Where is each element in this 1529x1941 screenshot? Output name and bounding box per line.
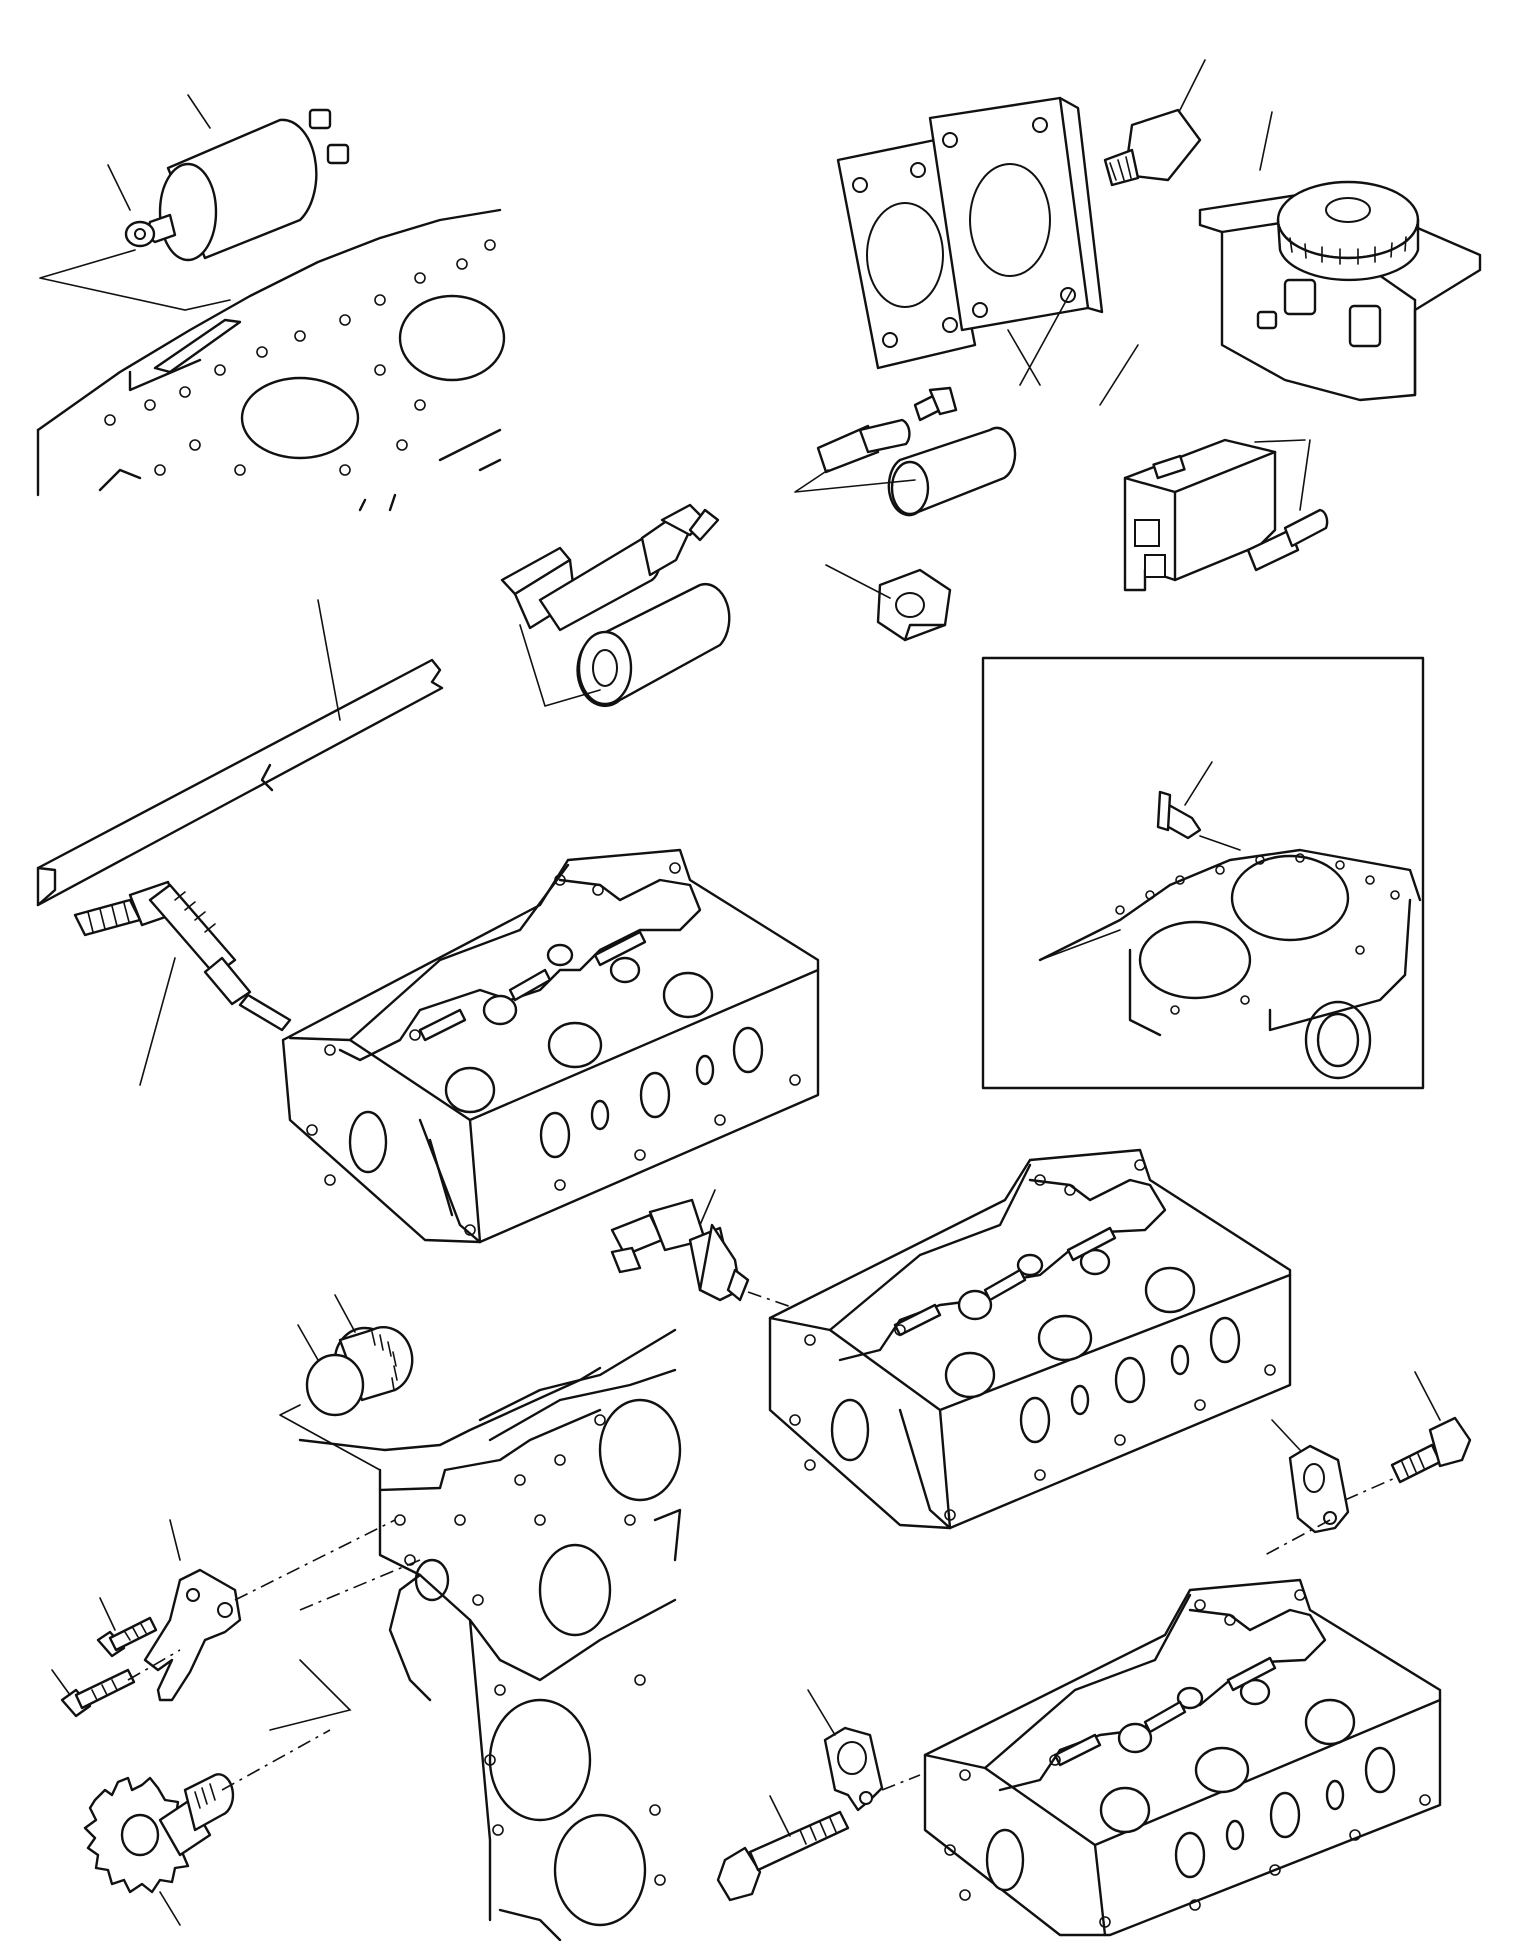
- cylinder-head-middle: [768, 1148, 1292, 1530]
- cylinder-bore: [240, 376, 360, 460]
- bolt-head: [1428, 1416, 1472, 1468]
- leader-line: [334, 1294, 356, 1333]
- leader-line: [807, 1689, 836, 1736]
- leader-line: [1184, 761, 1213, 806]
- valve-seat: [444, 1066, 496, 1114]
- relay-connector-housing: [1123, 438, 1329, 592]
- leader-line: [1199, 835, 1241, 851]
- terminal-connectors-mid: [794, 386, 1017, 517]
- lifting-eye-bolt-lower: [716, 1795, 850, 1902]
- leader-line: [1007, 289, 1139, 406]
- lifting-eye-upper: [1264, 1419, 1396, 1556]
- leader-line: [1414, 1371, 1441, 1421]
- leader-line: [317, 599, 341, 721]
- bracket-bolts: [51, 1597, 181, 1718]
- valve-seat: [944, 1351, 996, 1399]
- flange-gasket-assembly: [836, 96, 1139, 406]
- terminal-nut: [326, 143, 350, 165]
- lifting-eye-lower: [807, 1689, 921, 1812]
- valve-seat: [1194, 1746, 1250, 1794]
- oil-pressure-switch: [610, 1189, 801, 1311]
- leader-line: [794, 469, 916, 493]
- lifting-eye-bolt-upper: [1390, 1371, 1472, 1484]
- leader-line: [769, 1795, 791, 1837]
- expansion-plug-and-gear: [279, 1294, 414, 1471]
- governor-lever-bracket: [143, 1519, 396, 1702]
- leader-line: [99, 1597, 116, 1631]
- valve-seat: [547, 1021, 603, 1069]
- leader-line: [39, 249, 231, 311]
- cylinder-bore: [398, 294, 506, 382]
- solenoid-body: [124, 108, 350, 262]
- leader-line: [187, 94, 211, 129]
- leader-line: [1259, 111, 1273, 171]
- valve-seat: [1144, 1266, 1196, 1314]
- cylinder-bore: [488, 1698, 592, 1822]
- plug-bolt: [1103, 59, 1206, 187]
- valve-seat: [1037, 1314, 1093, 1362]
- inset-frame: [981, 656, 1425, 1090]
- leader-line: [1271, 1419, 1301, 1451]
- glow-plug: [73, 880, 292, 1086]
- control-rod: [36, 599, 444, 907]
- bolt-head: [60, 1688, 92, 1718]
- valve-seat: [662, 971, 714, 1019]
- engine-block-top-left: [36, 208, 506, 512]
- valve-seat: [1304, 1698, 1356, 1746]
- cylinder-bore: [1138, 920, 1252, 1000]
- leader-line: [825, 564, 891, 599]
- cylinder-head-upper: [281, 848, 820, 1244]
- switch-bracket: [1198, 111, 1482, 402]
- inset-detail-box: [981, 656, 1425, 1090]
- leader-line: [699, 1189, 716, 1226]
- leader-line: [279, 1404, 381, 1471]
- leader-line: [1179, 59, 1206, 111]
- leader-line: [159, 1891, 181, 1926]
- leader-line: [297, 1324, 319, 1361]
- hex-nut: [825, 564, 952, 642]
- leader-line: [107, 164, 131, 211]
- leader-line: [1254, 439, 1311, 511]
- leader-line: [519, 624, 601, 707]
- engine-block-lower-left: [298, 1328, 682, 1941]
- terminal-clip-assembly: [500, 503, 731, 708]
- terminal-nut: [308, 108, 332, 130]
- cylinder-bore: [1230, 854, 1350, 942]
- injector-bore: [348, 1110, 388, 1174]
- oil-port: [1304, 1000, 1372, 1080]
- valve-seat: [1099, 1786, 1151, 1834]
- expansion-plug: [305, 1353, 365, 1417]
- bolt-head: [716, 1846, 762, 1902]
- leader-line: [51, 1669, 71, 1696]
- cylinder-head-lower: [923, 1578, 1442, 1937]
- injector-bore: [830, 1398, 870, 1462]
- leader-line: [169, 1519, 181, 1561]
- injector-bore: [985, 1828, 1025, 1892]
- leader-line: [139, 957, 176, 1086]
- solenoid-assembly: [36, 94, 506, 512]
- cylinder-bore: [598, 1398, 682, 1502]
- idler-gear: [83, 1559, 421, 1926]
